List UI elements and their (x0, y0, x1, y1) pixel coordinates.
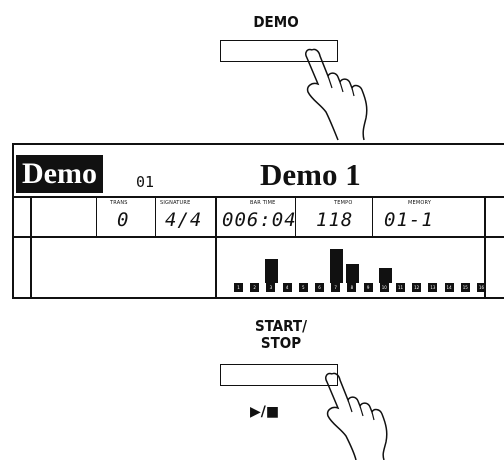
tempo-value: 118 (316, 209, 354, 231)
pressing-hand-icon (305, 48, 368, 141)
demo-button[interactable] (220, 40, 338, 62)
demo-button-label: DEMO (253, 13, 299, 31)
lcd-divider (96, 196, 97, 236)
channel-level-bar (330, 249, 344, 283)
memory-label: MEMORY (408, 200, 432, 206)
pressing-hand-icon (325, 372, 388, 460)
bar-time-value: 006:04 (222, 209, 297, 231)
mode-tag: Demo (16, 155, 103, 193)
lcd-divider (14, 236, 504, 238)
lcd-divider (14, 196, 504, 198)
channel-number: 13 (428, 283, 438, 292)
channel-number: 8 (347, 283, 357, 292)
song-name: Demo 1 (260, 157, 361, 192)
channel-number: 12 (412, 283, 422, 292)
lcd-divider (295, 196, 296, 236)
start-stop-label-line1: START/ (254, 317, 308, 335)
channel-level-bar (346, 264, 360, 283)
memory-value: 01-1 (384, 209, 434, 231)
bar-time-label: BAR TIME (250, 200, 276, 206)
lcd-divider (155, 196, 156, 236)
song-number: 01 (136, 173, 155, 191)
signature-label: SIGNATURE (160, 200, 191, 206)
tempo-label: TEMPO (334, 200, 353, 206)
channel-number: 15 (460, 283, 470, 292)
channel-level-bar (378, 268, 392, 283)
lcd-display: Demo 01 Demo 1 TRANS 0 SIGNATURE 4/4 BAR… (12, 143, 504, 299)
trans-value: 0 (117, 209, 130, 231)
start-stop-label-line2: STOP (260, 334, 302, 352)
channel-number: 16 (477, 283, 486, 292)
channel-number: 14 (444, 283, 454, 292)
play-stop-icon: ▶/■ (250, 404, 280, 420)
channel-level-bar (265, 259, 279, 283)
lcd-divider (215, 196, 217, 299)
channel-number: 3 (266, 283, 276, 292)
signature-value: 4/4 (165, 209, 203, 231)
channel-number: 9 (363, 283, 373, 292)
channel-number: 4 (282, 283, 292, 292)
lcd-divider (372, 196, 373, 236)
channel-number: 2 (250, 283, 260, 292)
channel-number: 10 (379, 283, 389, 292)
lcd-divider (30, 196, 32, 299)
channel-number: 11 (396, 283, 405, 292)
channel-number: 5 (298, 283, 308, 292)
trans-label: TRANS (110, 200, 128, 206)
channel-number: 7 (331, 283, 341, 292)
channel-number: 6 (315, 283, 324, 292)
channel-number: 1 (234, 283, 243, 292)
lcd-divider (484, 196, 486, 299)
